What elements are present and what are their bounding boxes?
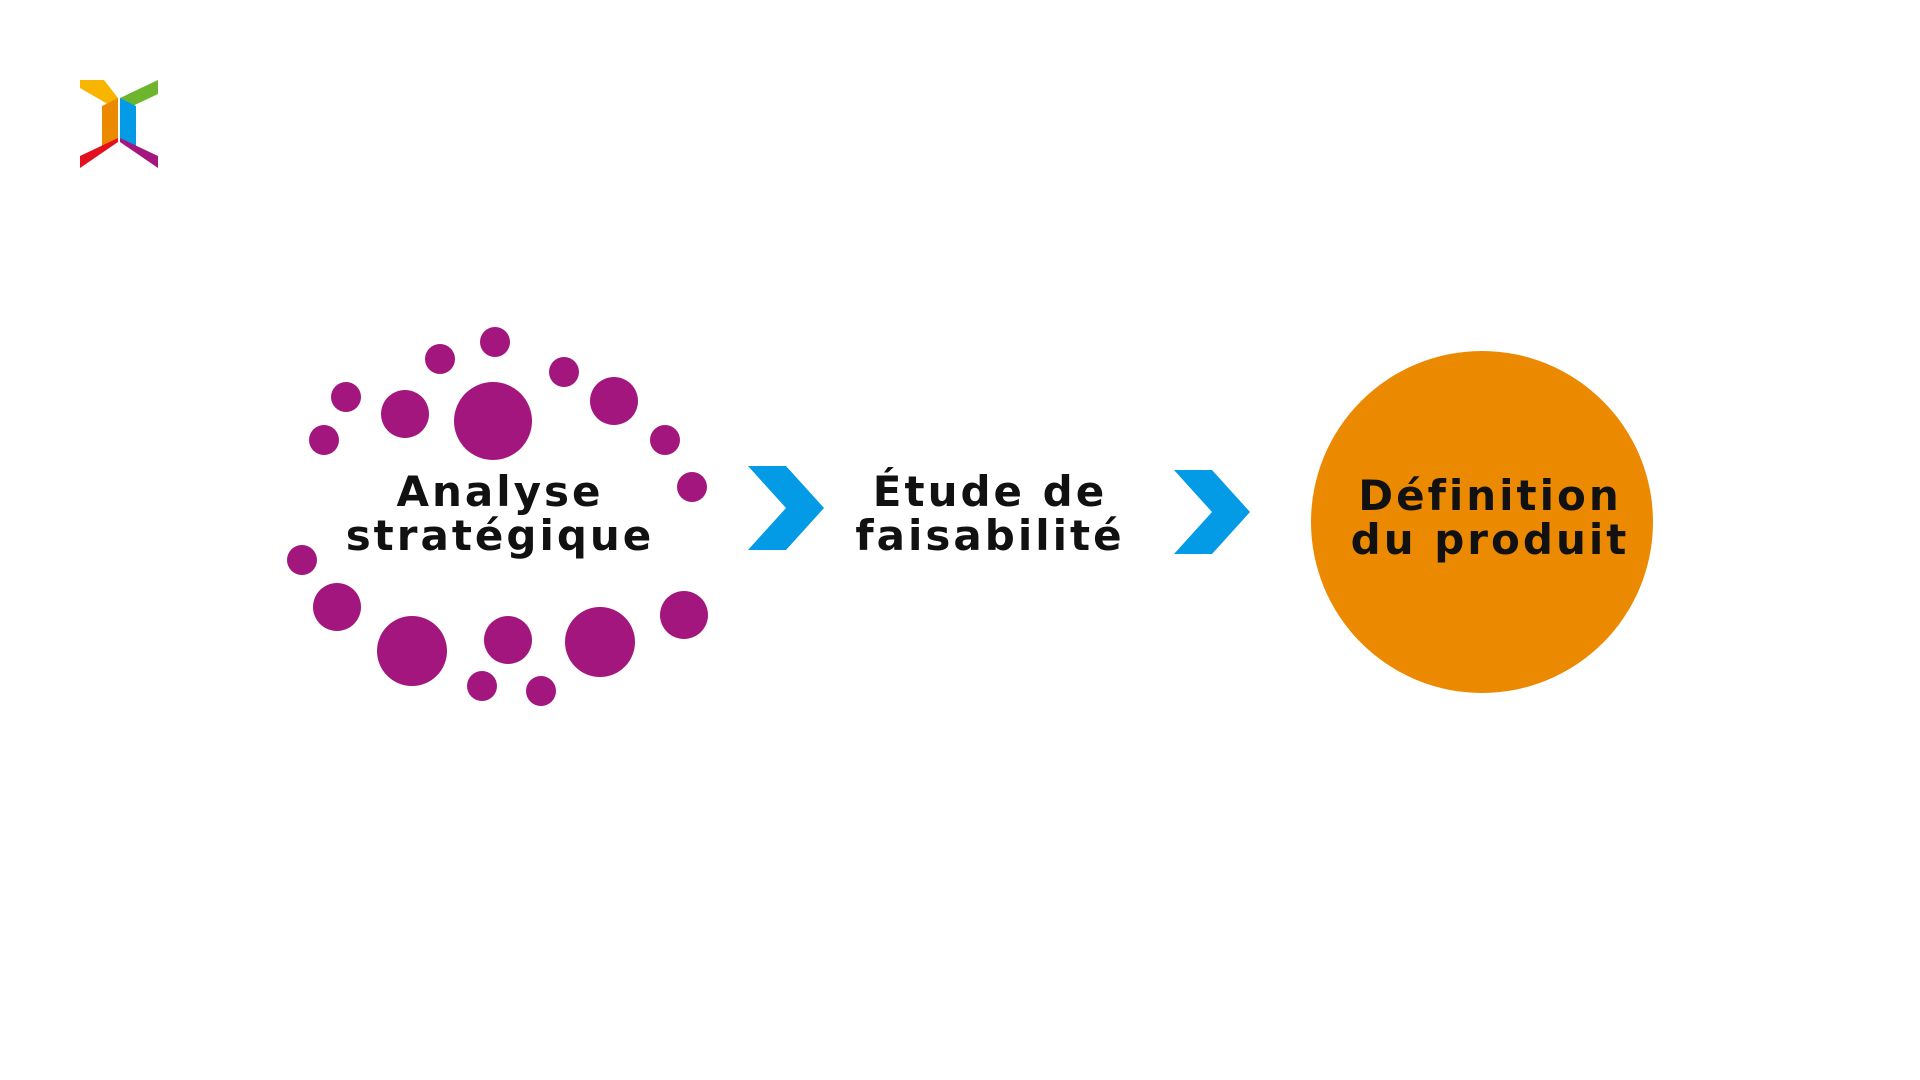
dot [565, 607, 635, 677]
dot [677, 472, 707, 502]
highlight-circle [1311, 351, 1653, 693]
dot [377, 616, 447, 686]
step-3-line-2: du produit [1350, 515, 1630, 564]
step-2-line-1: Étude de [872, 467, 1108, 516]
dot [480, 327, 510, 357]
dot [331, 382, 361, 412]
dot [381, 390, 429, 438]
dot [454, 382, 532, 460]
dot [660, 591, 708, 639]
logo-orange-segment [102, 98, 118, 146]
chevron-right-icon [1174, 470, 1250, 554]
dot [590, 377, 638, 425]
step-analyse-strategique: Analyse stratégique [310, 470, 690, 558]
logo-purple-segment [120, 138, 158, 168]
dot [526, 676, 556, 706]
chevron-right-icon [748, 466, 824, 550]
dot [425, 344, 455, 374]
logo-red-segment [80, 138, 118, 168]
step-2-line-2: faisabilité [855, 511, 1125, 560]
dot [313, 583, 361, 631]
dot [484, 616, 532, 664]
step-1-line-1: Analyse [396, 467, 604, 516]
logo-blue-segment [120, 98, 136, 146]
dot [467, 671, 497, 701]
step-1-line-2: stratégique [345, 511, 655, 560]
step-etude-de-faisabilite: Étude de faisabilité [800, 470, 1180, 558]
step-definition-du-produit: Définition du produit [1300, 474, 1680, 562]
dot [287, 545, 317, 575]
logo-icon [80, 80, 158, 168]
logo-yellow-segment [80, 80, 118, 110]
dot [650, 425, 680, 455]
step-3-line-1: Définition [1358, 471, 1622, 520]
dot [549, 357, 579, 387]
dot [309, 425, 339, 455]
